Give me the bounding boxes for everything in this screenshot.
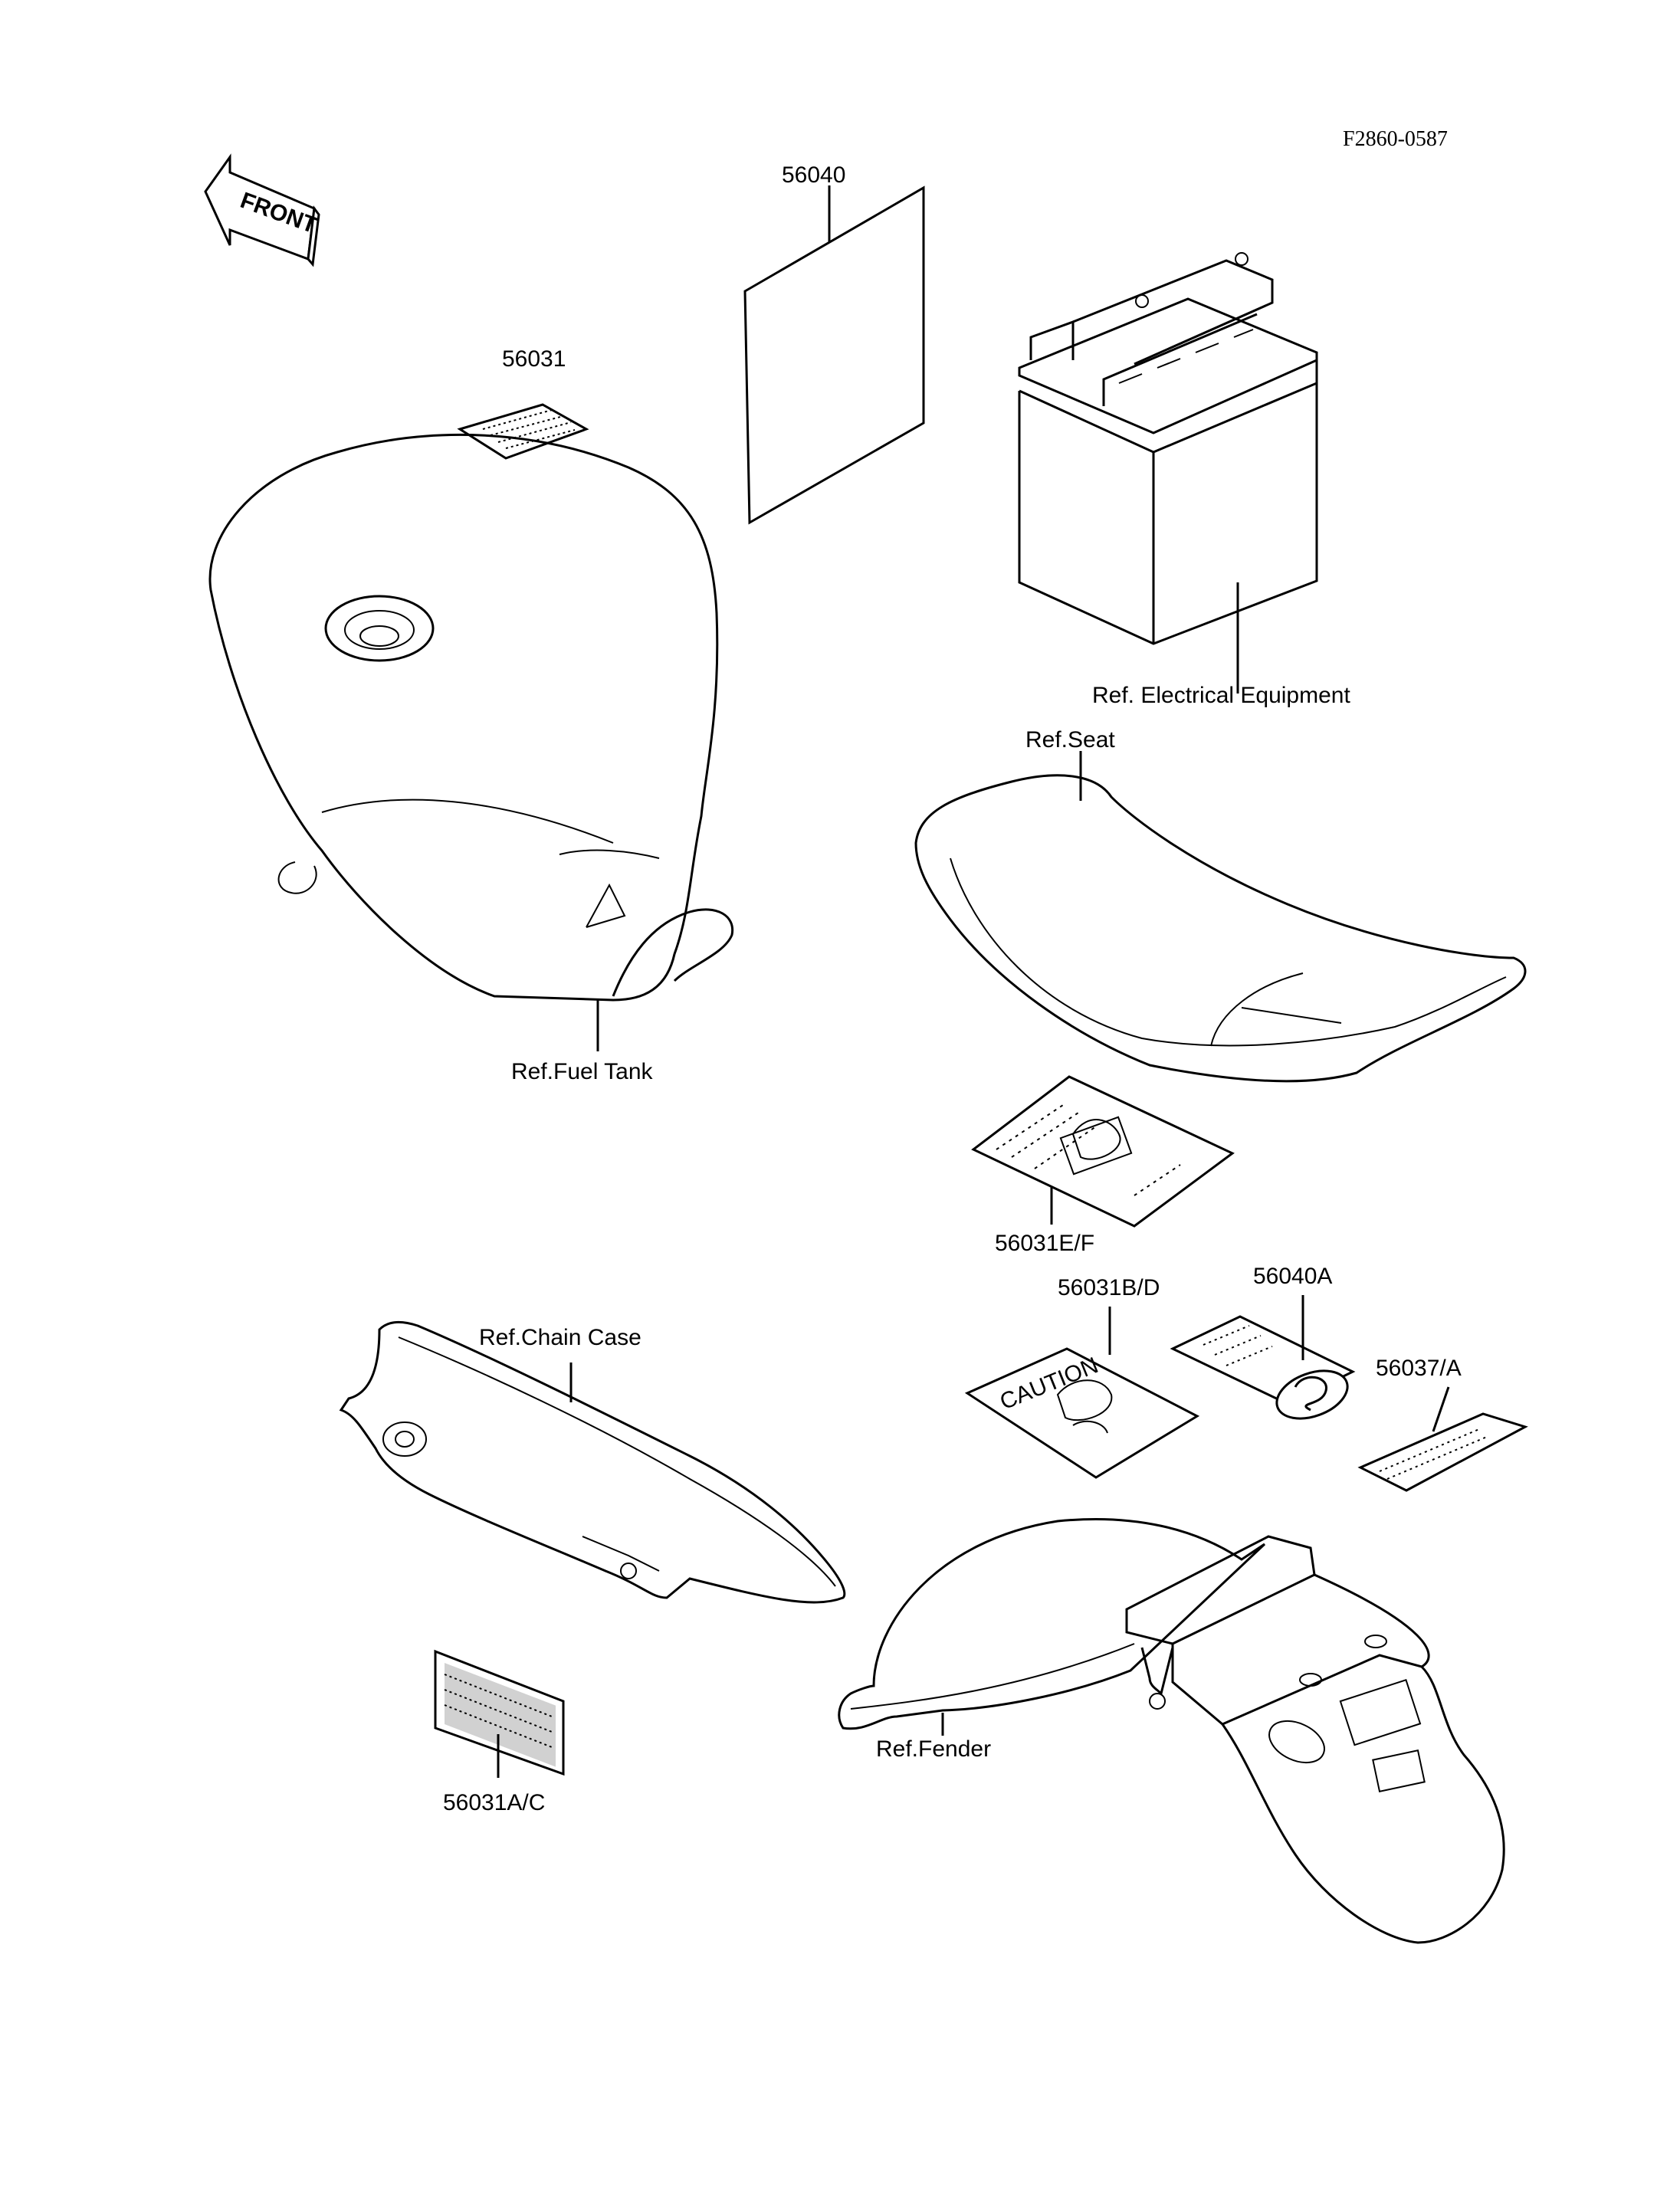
decal-56031ac xyxy=(434,1649,565,1778)
label-sheet-56040 xyxy=(743,185,925,525)
decal-56031ef xyxy=(971,1075,1235,1228)
callout-chain-case: Ref.Chain Case xyxy=(479,1325,641,1350)
callout-56037a: 56037/A xyxy=(1376,1356,1462,1381)
decal-56031 xyxy=(457,403,589,460)
callout-56040: 56040 xyxy=(782,162,845,188)
callout-56031bd: 56031B/D xyxy=(1058,1275,1160,1300)
callout-56040a: 56040A xyxy=(1253,1264,1332,1289)
decal-56031bd: CAUTION xyxy=(964,1307,1200,1479)
fuel-tank-icon xyxy=(208,434,734,1051)
drawing-code: F2860-0587 xyxy=(1343,127,1448,151)
callout-fender: Ref.Fender xyxy=(876,1736,991,1762)
callout-56031ac: 56031A/C xyxy=(443,1790,545,1815)
decal-56040a xyxy=(1170,1295,1356,1420)
callout-electrical-equipment: Ref. Electrical Equipment xyxy=(1092,683,1350,708)
callout-56031: 56031 xyxy=(502,346,566,372)
battery-icon xyxy=(1018,252,1318,694)
fender-icon xyxy=(838,1517,1505,1944)
callout-56031ef: 56031E/F xyxy=(995,1231,1094,1256)
callout-seat: Ref.Seat xyxy=(1025,727,1115,753)
seat-icon xyxy=(914,751,1527,1083)
caution-text: CAUTION xyxy=(996,1353,1102,1415)
decal-56037a xyxy=(1357,1386,1528,1492)
chain-case-icon xyxy=(339,1320,846,1604)
callout-fuel-tank: Ref.Fuel Tank xyxy=(511,1059,654,1084)
front-arrow-icon: FRONT xyxy=(204,153,320,267)
